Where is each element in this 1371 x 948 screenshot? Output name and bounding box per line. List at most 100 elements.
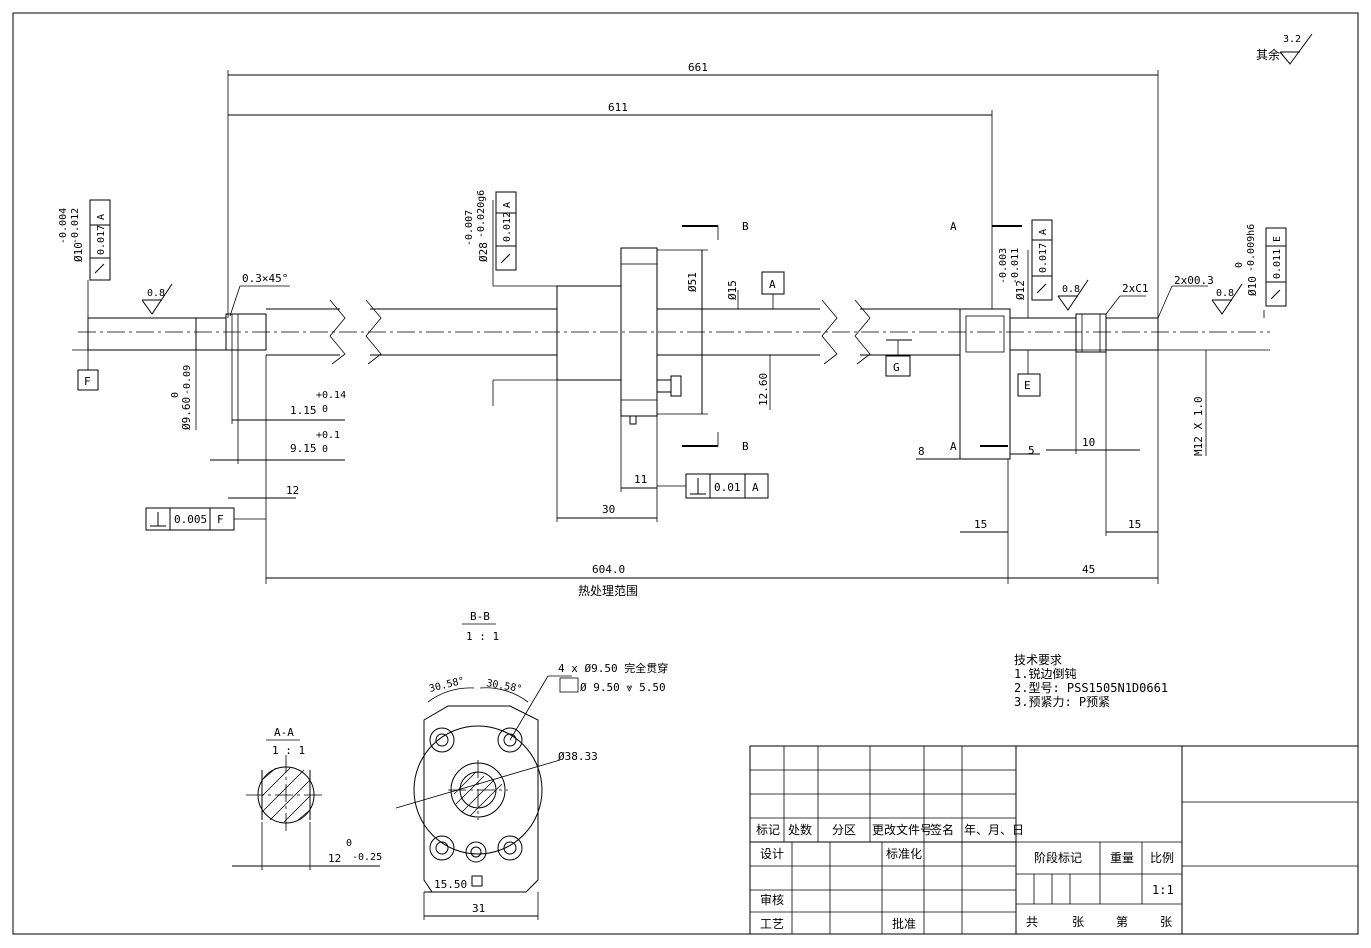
svg-text:B: B	[742, 220, 749, 233]
svg-text:0.017: 0.017	[1038, 243, 1049, 273]
svg-text:0.01: 0.01	[714, 481, 741, 494]
datum-g: G	[885, 339, 912, 377]
svg-text:标记: 标记	[756, 823, 780, 837]
svg-text:-0.020g6: -0.020g6	[476, 190, 487, 238]
svg-text:Ø38.33: Ø38.33	[558, 750, 598, 763]
svg-text:工艺: 工艺	[760, 917, 784, 931]
svg-text:处数: 处数	[788, 822, 812, 837]
dim-8: 8	[916, 445, 960, 460]
svg-text:更改文件号: 更改文件号	[872, 822, 932, 837]
svg-text:0.8: 0.8	[1062, 284, 1080, 295]
svg-text:1:1: 1:1	[1152, 883, 1174, 897]
title-block: 标记 处数 分区 更改文件号 签名 年、月、日 设计 审核 工艺 标准化 批准 …	[749, 745, 1359, 935]
chamfer-2xc1: 2xC1	[1105, 282, 1149, 315]
dim-dia15: Ø15	[726, 280, 776, 310]
svg-text:0.8: 0.8	[147, 288, 165, 299]
datum-f: F	[72, 349, 196, 391]
gdt-perp-end: 0.005 F	[145, 507, 266, 531]
svg-text:年、月、日: 年、月、日	[964, 823, 1024, 837]
svg-text:11: 11	[634, 473, 647, 486]
svg-text:比例: 比例	[1150, 851, 1174, 865]
svg-text:5: 5	[1028, 444, 1035, 457]
svg-text:-0.009h6: -0.009h6	[1246, 224, 1257, 272]
svg-text:Ø51: Ø51	[686, 272, 699, 292]
svg-text:1.15: 1.15	[290, 404, 317, 417]
svg-text:A: A	[96, 214, 107, 220]
svg-text:M12 X 1.0: M12 X 1.0	[1192, 396, 1205, 456]
svg-text:611: 611	[608, 101, 628, 114]
svg-text:技术要求: 技术要求	[1014, 653, 1062, 667]
svg-text:10: 10	[1082, 436, 1095, 449]
svg-text:0.3×45°: 0.3×45°	[242, 272, 288, 285]
svg-text:-0.007: -0.007	[464, 210, 475, 246]
section-bb: B-B 1 : 1 30.58° 30.58° 4 x Ø	[395, 610, 668, 920]
section-aa: A-A 1 : 1 12 0 -0.25	[232, 726, 382, 870]
svg-text:A: A	[769, 278, 776, 291]
nut-diameter-tol: Ø28 -0.007 -0.020g6	[464, 190, 557, 287]
dim-5: 5	[1010, 444, 1040, 457]
dim-10: 10	[1046, 352, 1140, 454]
svg-text:0: 0	[322, 444, 328, 455]
svg-text:661: 661	[688, 61, 708, 74]
svg-text:张: 张	[1072, 915, 1084, 929]
svg-text:-0.012: -0.012	[70, 208, 81, 244]
svg-text:-0.09: -0.09	[182, 365, 193, 395]
svg-text:张: 张	[1160, 915, 1172, 929]
svg-text:F: F	[217, 513, 224, 526]
svg-text:其余: 其余	[1256, 47, 1280, 62]
svg-text:审核: 审核	[760, 892, 784, 907]
svg-text:15.50: 15.50	[434, 878, 467, 891]
datum-a: A	[761, 271, 785, 309]
svg-text:2x00.3: 2x00.3	[1174, 274, 1214, 287]
svg-text:0: 0	[1234, 262, 1245, 268]
dim-15-b: 15	[1105, 352, 1158, 536]
svg-text:-0.011: -0.011	[1010, 248, 1021, 284]
dim-604: 604.0 热处理范围	[265, 355, 1009, 598]
svg-text:Ø 9.50 ⩔ 5.50: Ø 9.50 ⩔ 5.50	[580, 681, 666, 694]
chamfer-2x03: 2x00.3	[1157, 274, 1214, 319]
right-diameter-tol: Ø12 -0.003 -0.011	[998, 248, 1029, 318]
dim-dia-9-60: Ø9.60 0 -0.09	[170, 350, 197, 430]
svg-text:A: A	[950, 440, 957, 453]
svg-text:1 : 1: 1 : 1	[466, 630, 499, 643]
dim-12: 12	[228, 484, 299, 499]
dim-30: 30	[556, 380, 658, 522]
svg-text:+0.14: +0.14	[316, 390, 346, 401]
datum-e: E	[1010, 349, 1270, 397]
ra-left: 0.8	[141, 283, 173, 315]
svg-text:0.011: 0.011	[1272, 249, 1283, 279]
svg-text:31: 31	[472, 902, 485, 915]
svg-text:批准: 批准	[892, 916, 916, 931]
dim-9-15: 9.15 +0.1 0	[210, 350, 345, 464]
svg-text:设计: 设计	[760, 847, 784, 861]
svg-text:0.017: 0.017	[96, 225, 107, 255]
dim-dia51: Ø51	[657, 249, 708, 415]
svg-text:2.型号: PSS1505N1D0661: 2.型号: PSS1505N1D0661	[1014, 681, 1168, 695]
svg-text:45: 45	[1082, 563, 1095, 576]
svg-text:30: 30	[602, 503, 615, 516]
dim-661: 661	[227, 61, 1159, 318]
svg-text:Ø28: Ø28	[477, 242, 490, 262]
ra-right-2: 0.8	[1211, 283, 1243, 315]
dim-611: 611	[228, 101, 993, 309]
svg-text:签名: 签名	[930, 822, 954, 837]
dim-1-15: 1.15 +0.14 0	[231, 350, 346, 424]
svg-text:阶段标记: 阶段标记	[1034, 850, 1082, 865]
svg-text:12.60: 12.60	[757, 373, 770, 406]
svg-text:4 x Ø9.50 完全贯穿: 4 x Ø9.50 完全贯穿	[558, 661, 668, 675]
dim-45: 45	[1008, 350, 1159, 584]
svg-text:Ø10: Ø10	[1246, 276, 1259, 296]
section-mark-a: A A	[950, 220, 1022, 453]
svg-text:Ø12: Ø12	[1014, 280, 1027, 300]
svg-text:9.15: 9.15	[290, 442, 317, 455]
svg-text:分区: 分区	[832, 823, 856, 837]
surface-finish-symbol: 其余 3.2	[1256, 33, 1313, 65]
svg-text:3.2: 3.2	[1283, 34, 1301, 45]
dim-11: 11	[620, 416, 657, 492]
svg-text:2xC1: 2xC1	[1122, 282, 1149, 295]
svg-text:B: B	[742, 440, 749, 453]
svg-text:-0.25: -0.25	[352, 852, 382, 863]
svg-text:第: 第	[1116, 915, 1128, 929]
svg-text:8: 8	[918, 445, 925, 458]
